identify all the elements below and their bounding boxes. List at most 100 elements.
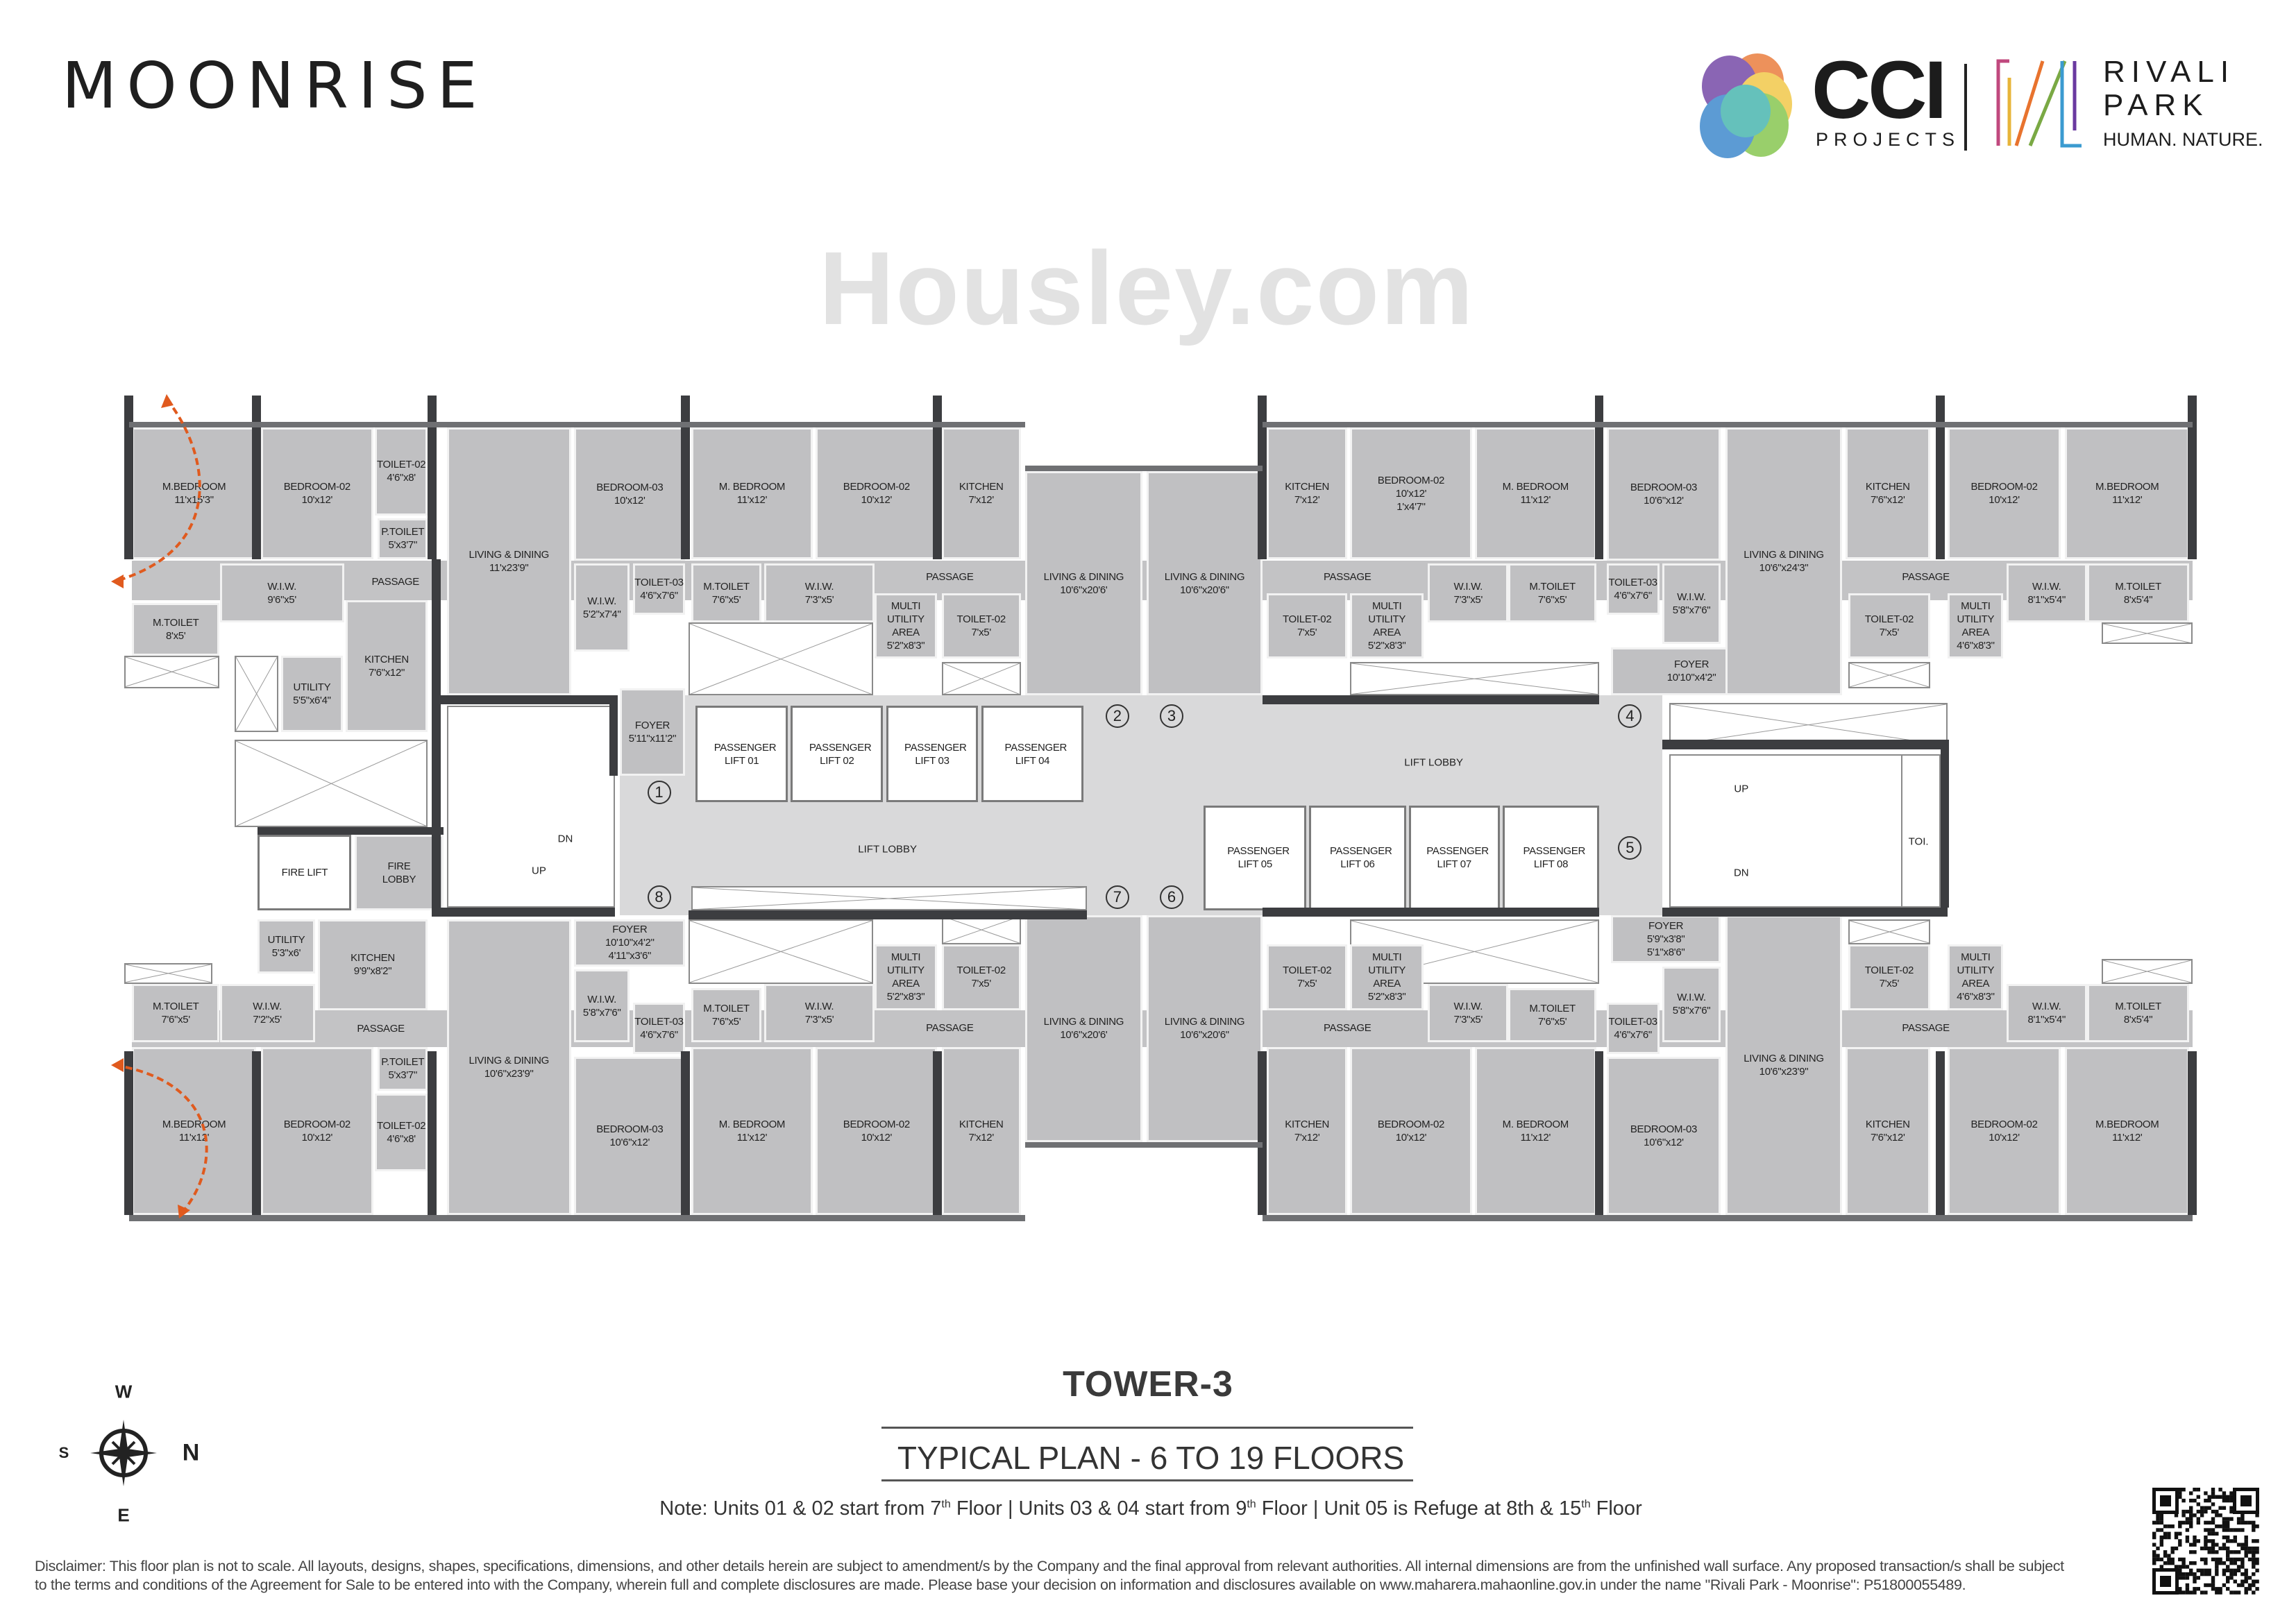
room-w-i-w: W.I.W.7'2"x5' [219,983,315,1043]
room-name: KITCHEN [351,952,395,965]
wall-pier [681,1051,690,1216]
room-name: PASSENGER LIFT 02 [809,741,872,767]
room-size: 10'x12' [1989,494,2020,507]
qr-code-icon[interactable] [2152,1488,2259,1595]
wall-pier [251,395,261,559]
room-size: 11'x12' [736,1131,768,1144]
room-name: PASSENGER LIFT 05 [1227,845,1290,871]
room-size: 7'6"x12" [369,667,405,679]
room-size: 4'6"x8'3" [1957,640,1995,652]
room-name: W.I.W. [1677,591,1706,604]
room-name: LIVING & DINING [1744,549,1824,561]
duct-shaft [691,885,1087,911]
structural-wall [1262,908,1600,917]
room-size: 10'x12' [1395,487,1427,500]
room-size: 11'x12' [1520,1131,1551,1144]
room-name: PASSAGE [926,1021,974,1034]
compass-west-label: W [115,1381,133,1402]
room-name: P.TOILET [381,526,425,538]
note-ordinal: th [1247,1498,1256,1511]
room-size: 7'x5' [1879,978,1900,990]
window-wall [128,1215,1025,1221]
room-size: 7'6"x12' [1871,494,1905,507]
room-name: MULTI UTILITY AREA [887,600,925,639]
rivali-logo-line2: PARK [2103,88,2209,122]
room-size: 7'6"x5' [161,1014,190,1026]
room-name: MULTI UTILITY AREA [1368,600,1406,639]
room-size-secondary: 5'1"x8'6" [1646,946,1685,959]
room-name: PASSENGER LIFT 08 [1523,845,1586,871]
room-w-i-w: W.I.W.7'3"x5' [1428,983,1509,1043]
room-name: W.I.W. [804,1001,834,1013]
room-size: 11'x12' [2112,1131,2143,1144]
room-name: M.TOILET [1529,580,1576,593]
room-passenger-lift-01: PASSENGER LIFT 01 [695,706,788,803]
room-name: BEDROOM-03 [596,1123,664,1136]
room-size: 10'6"x12' [1644,495,1684,507]
unit-entrance-marker: 1 [647,780,671,804]
room-size: 5'9"x3'8" [1646,933,1685,946]
room-fire-lift: FIRE LIFT [258,834,352,911]
room-name: FIRE LOBBY [382,860,416,885]
duct-shaft [124,656,220,688]
room-passage: PASSAGE [1267,1013,1428,1042]
wall-pier [1258,1051,1267,1216]
room-name: M. BEDROOM [1502,1118,1569,1130]
wall-pier [2188,395,2197,559]
room-name: PASSENGER LIFT 07 [1426,845,1489,871]
room-size: 7'x5' [1879,627,1900,639]
room-size: 8'x5'4" [2123,1014,2153,1026]
room-size: 5'3"x6' [271,947,301,960]
duct-shaft [234,656,278,732]
room-name: PASSAGE [357,1022,405,1035]
window-wall [1025,1141,1263,1148]
room-name: KITCHEN [1865,1118,1910,1130]
room-size: 11'x12' [736,494,768,507]
room-size-secondary: 4'11"x3'6" [608,950,652,962]
room-size: 10'6"x20'6" [1180,1029,1229,1042]
room-name: FOYER [612,924,648,936]
structural-wall [1662,739,1948,750]
room-size: 10'x12' [1395,1131,1427,1144]
room-w-i-w: W.I.W.5'2"x7'4" [574,563,630,652]
compass-icon [90,1420,157,1486]
room-size: 10'6"x23'9" [1759,1066,1809,1078]
room-name: PASSAGE [926,570,974,583]
room-name: FOYER [1673,658,1710,671]
room-size: 11'x23'9" [489,562,529,575]
note-ordinal: th [1581,1498,1591,1511]
room-name: W.I.W. [2032,580,2061,593]
toilet-core [1900,754,1941,908]
room-name: LIVING & DINING [1164,570,1245,583]
wall-pier [2188,1051,2197,1216]
wall-pier [1594,395,1604,559]
room-name: W.I.W. [1677,992,1706,1004]
lift-lobby-label: LIFT LOBBY [858,843,918,856]
room-name: M.TOILET [2115,580,2161,593]
room-name: TOILET-02 [376,459,426,471]
room-size: 10'6"x23'9" [484,1068,534,1080]
room-name: UTILITY [293,681,331,694]
room-name: PASSAGE [1323,1021,1371,1034]
duct-shaft [234,739,428,828]
watermark: Housley.com [819,230,1475,346]
room-passage: PASSAGE [1267,563,1428,590]
room-name: PASSENGER LIFT 03 [904,741,967,767]
room-size: 10'6"x20'6' [1060,1029,1108,1042]
